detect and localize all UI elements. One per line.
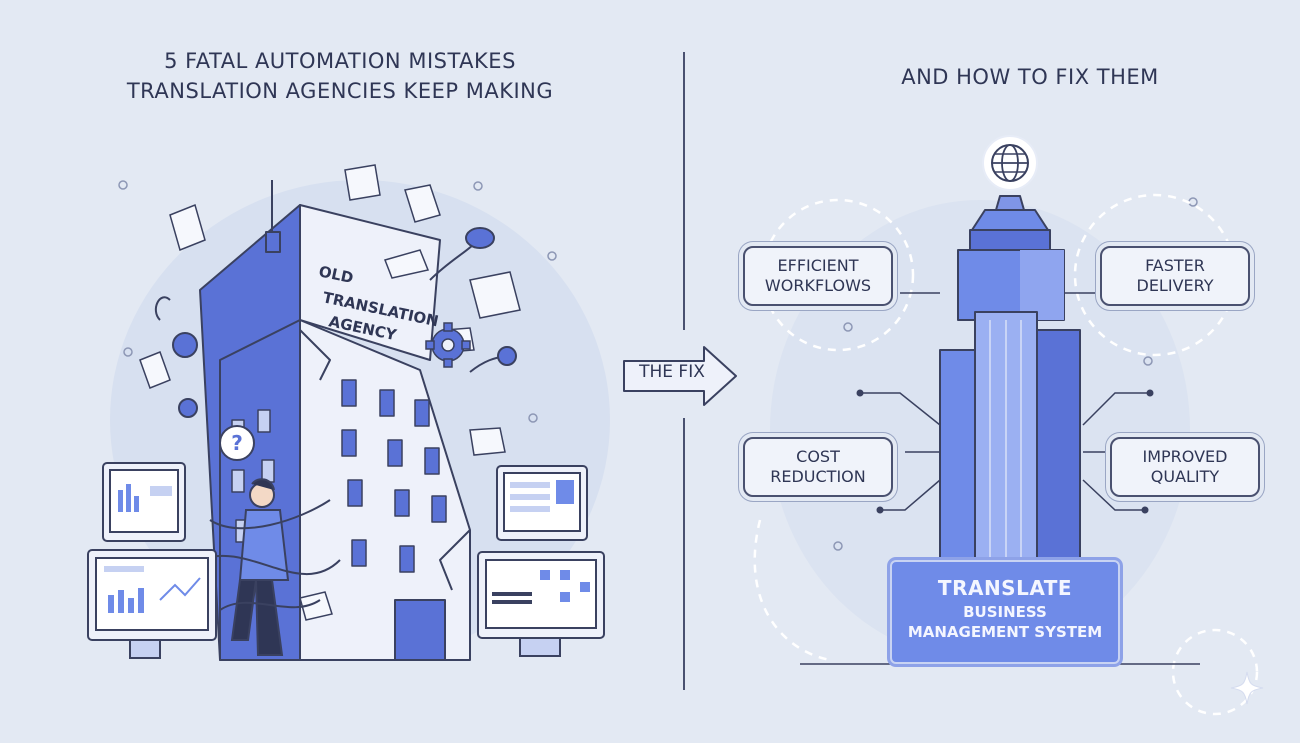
flying-papers — [139, 164, 521, 621]
right-title: AND HOW TO FIX THEM — [901, 65, 1159, 89]
gear-icon — [425, 322, 471, 368]
sparkle-icon — [1230, 671, 1264, 705]
svg-text:?: ? — [231, 431, 243, 455]
connector-lines — [860, 292, 1150, 511]
divider-bottom — [683, 418, 685, 690]
tbms-tower — [939, 195, 1081, 561]
tbms-line1: TRANSLATE — [937, 576, 1073, 600]
fix-arrow — [623, 346, 737, 406]
fix-label: THE FIX — [639, 362, 705, 382]
benefit-efficient-workflows: EFFICIENT WORKFLOWS — [743, 246, 893, 306]
tangled-person — [199, 478, 341, 656]
tbms-line2: BUSINESS — [963, 603, 1047, 621]
tbms-sign: TRANSLATE BUSINESS MANAGEMENT SYSTEM — [890, 560, 1120, 664]
left-title: 5 FATAL AUTOMATION MISTAKES TRANSLATION … — [100, 46, 580, 106]
benefit-improved-quality: IMPROVED QUALITY — [1110, 437, 1260, 497]
left-monitors — [87, 462, 217, 659]
decorative-dots — [118, 180, 1198, 551]
broken-pipes — [154, 227, 517, 418]
benefit-faster-delivery: FASTER DELIVERY — [1100, 246, 1250, 306]
left-title-line1: 5 FATAL AUTOMATION MISTAKES — [164, 49, 516, 73]
left-title-line2: TRANSLATION AGENCIES KEEP MAKING — [126, 79, 554, 103]
benefit-cost-reduction: COST REDUCTION — [743, 437, 893, 497]
connector-dots — [856, 389, 1154, 514]
divider-top — [683, 52, 685, 330]
tbms-line3: MANAGEMENT SYSTEM — [907, 623, 1103, 641]
right-monitors — [477, 465, 605, 657]
question-icon: ? — [219, 425, 255, 461]
globe-icon — [982, 135, 1038, 191]
